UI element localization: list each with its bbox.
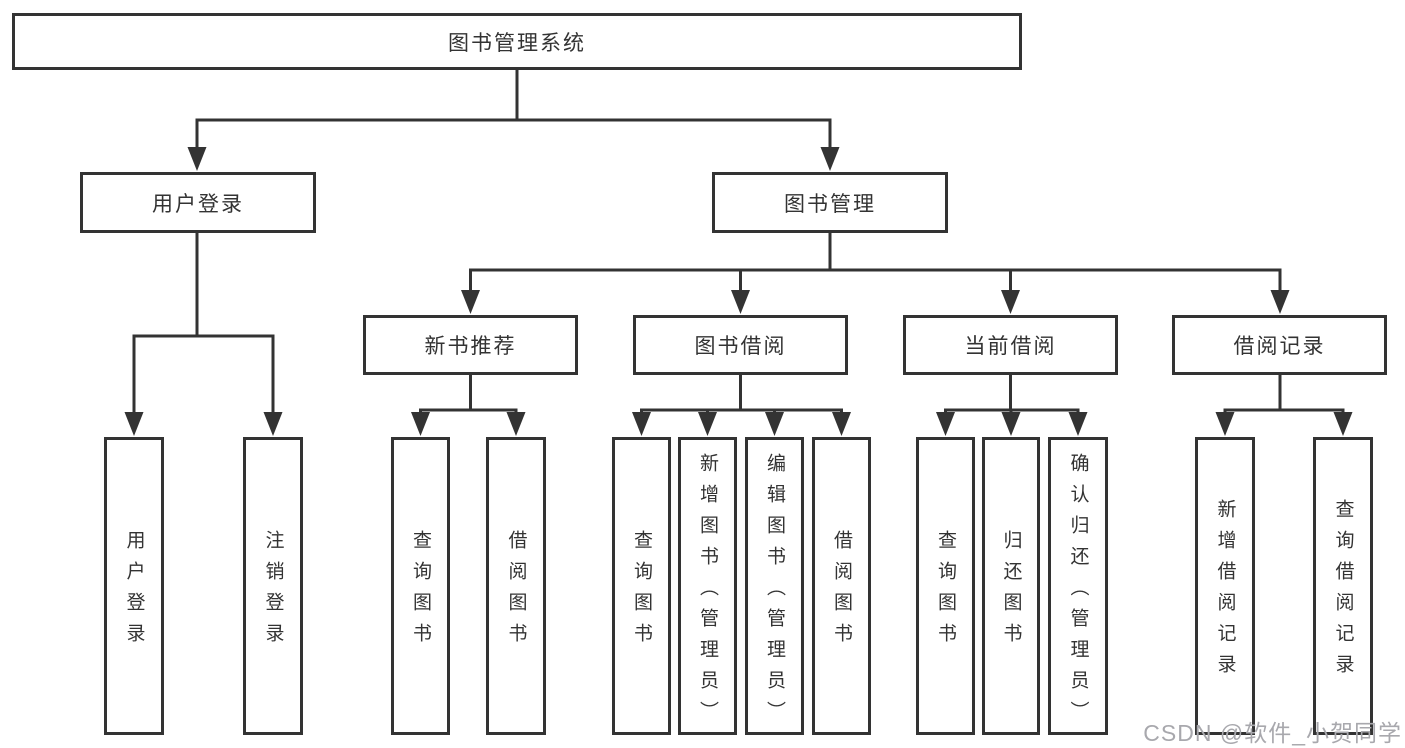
node-book-borrow: 图书借阅 [633,315,848,375]
arrowhead [820,147,840,171]
arrowhead [1001,412,1021,436]
arrowhead [124,412,144,436]
arrowhead [187,147,207,171]
node-root: 图书管理系统 [12,13,1022,70]
leaf-query-borrow-record: 查询借阅记录 [1313,437,1373,735]
csdn-watermark: CSDN @软件_小贺同学 [1143,720,1402,746]
arrowhead [1215,412,1235,436]
leaf-logout-label: 注销登录 [262,530,284,654]
leaf-user-login-label: 用户登录 [123,530,145,654]
node-current-borrow-label: 当前借阅 [964,335,1057,358]
node-book-borrow-label: 图书借阅 [694,335,787,358]
node-borrow-records-label: 借阅记录 [1233,335,1326,358]
leaf-borrow-books-recommend-label: 借阅图书 [505,530,527,654]
arrowhead [632,412,651,436]
leaf-confirm-return-admin: 确认归还（管理员） [1048,437,1108,735]
leaf-borrow-books-recommend: 借阅图书 [486,437,546,735]
arrowhead [731,290,750,314]
node-root-label: 图书管理系统 [448,31,586,55]
leaf-borrow-books-2: 借阅图书 [812,437,871,735]
arrowhead [1068,412,1088,436]
node-user-login-label: 用户登录 [152,192,244,216]
arrowhead [698,412,717,436]
node-book-management-label: 图书管理 [784,192,876,216]
arrowhead [1333,412,1353,436]
leaf-query-books-current: 查询图书 [916,437,975,735]
leaf-edit-book-admin-label: 编辑图书（管理员） [764,452,785,732]
leaf-add-book-admin: 新增图书（管理员） [678,437,737,735]
leaf-return-book: 归还图书 [982,437,1040,735]
leaf-user-login: 用户登录 [104,437,164,735]
leaf-query-borrow-record-label: 查询借阅记录 [1332,499,1354,685]
leaf-query-books-recommend: 查询图书 [391,437,450,735]
arrowhead [411,412,430,436]
node-borrow-records: 借阅记录 [1172,315,1387,375]
node-new-book-recommend-label: 新书推荐 [424,335,517,358]
arrowhead [936,412,955,436]
arrowhead [1270,290,1290,314]
leaf-query-books-borrow-label: 查询图书 [631,530,652,654]
leaf-add-book-admin-label: 新增图书（管理员） [697,452,718,732]
leaf-logout: 注销登录 [243,437,303,735]
leaf-query-books-recommend-label: 查询图书 [410,530,431,654]
arrowhead [1001,290,1020,314]
arrowhead [461,290,480,314]
arrowhead [765,412,784,436]
arrowhead [263,412,283,436]
leaf-borrow-books-2-label: 借阅图书 [831,530,852,654]
arrowhead [506,412,526,436]
leaf-add-borrow-record: 新增借阅记录 [1195,437,1255,735]
node-book-management: 图书管理 [712,172,948,233]
node-current-borrow: 当前借阅 [903,315,1118,375]
arrowhead [832,412,851,436]
leaf-edit-book-admin: 编辑图书（管理员） [745,437,804,735]
node-user-login: 用户登录 [80,172,316,233]
leaf-return-book-label: 归还图书 [1000,530,1022,654]
leaf-confirm-return-admin-label: 确认归还（管理员） [1067,452,1089,732]
leaf-add-borrow-record-label: 新增借阅记录 [1214,499,1236,685]
node-new-book-recommend: 新书推荐 [363,315,578,375]
leaf-query-books-borrow: 查询图书 [612,437,671,735]
leaf-query-books-current-label: 查询图书 [935,530,956,654]
